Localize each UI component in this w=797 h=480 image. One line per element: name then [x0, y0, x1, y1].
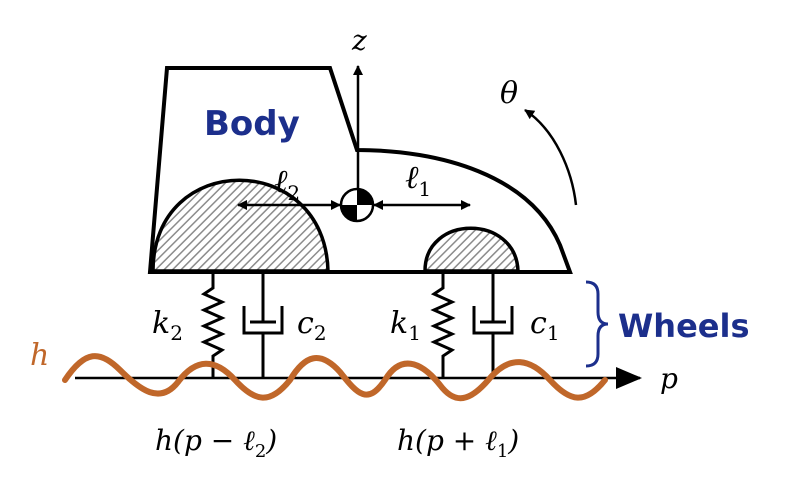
front-wheel [423, 226, 520, 273]
front-spring [430, 272, 456, 378]
h-label: h [30, 338, 49, 373]
front-road-input-label: h(p + ℓ1) [397, 424, 519, 462]
center-of-mass-icon [339, 187, 375, 223]
body-label: Body [204, 104, 300, 144]
p-axis-label: p [660, 362, 678, 395]
road-profile [62, 353, 608, 402]
ell1-label: ℓ1 [405, 158, 431, 201]
wheels-label: Wheels [618, 307, 750, 345]
c2-label: c2 [297, 306, 327, 345]
ell2-label: ℓ2 [274, 162, 300, 205]
rear-damper [242, 272, 284, 378]
p-axis-arrowhead [616, 367, 642, 389]
theta-rotation-arrow [524, 108, 578, 206]
c1-label: c1 [530, 306, 560, 345]
k2-label: k2 [152, 306, 183, 345]
theta-label: θ [500, 76, 518, 111]
rear-spring [200, 272, 226, 378]
z-axis-label: z [351, 24, 367, 57]
rear-road-input-label: h(p − ℓ2) [155, 424, 277, 462]
front-damper [472, 272, 514, 378]
wheels-brace [585, 280, 609, 368]
k1-label: k1 [390, 306, 421, 345]
